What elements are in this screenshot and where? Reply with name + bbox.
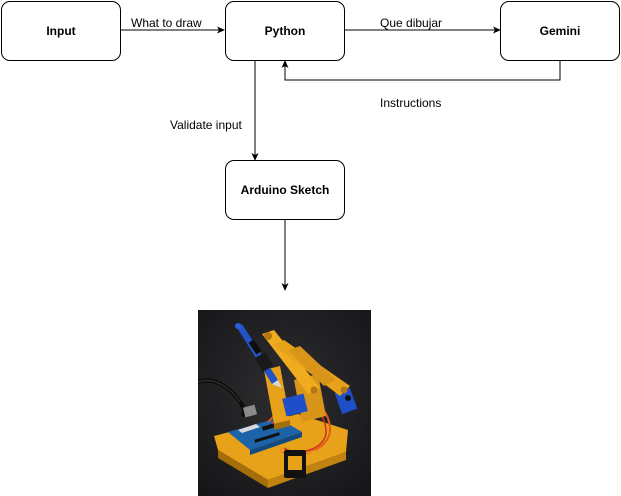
edge-label-what-to-draw: What to draw bbox=[131, 16, 202, 30]
node-input: Input bbox=[1, 1, 121, 61]
edge-label-que-dibujar: Que dibujar bbox=[380, 16, 443, 30]
node-gemini: Gemini bbox=[500, 1, 620, 61]
arrow-gemini-to-python bbox=[281, 60, 561, 81]
node-arduino-sketch-label: Arduino Sketch bbox=[240, 183, 330, 197]
edge-label-validate-input: Validate input bbox=[170, 118, 242, 132]
node-python-label: Python bbox=[264, 24, 306, 38]
node-python: Python bbox=[225, 1, 345, 61]
node-input-label: Input bbox=[46, 24, 76, 38]
robot-arm-photo bbox=[198, 310, 371, 496]
node-gemini-label: Gemini bbox=[539, 24, 581, 38]
edge-label-instructions: Instructions bbox=[380, 96, 442, 110]
node-arduino-sketch: Arduino Sketch bbox=[225, 160, 345, 220]
